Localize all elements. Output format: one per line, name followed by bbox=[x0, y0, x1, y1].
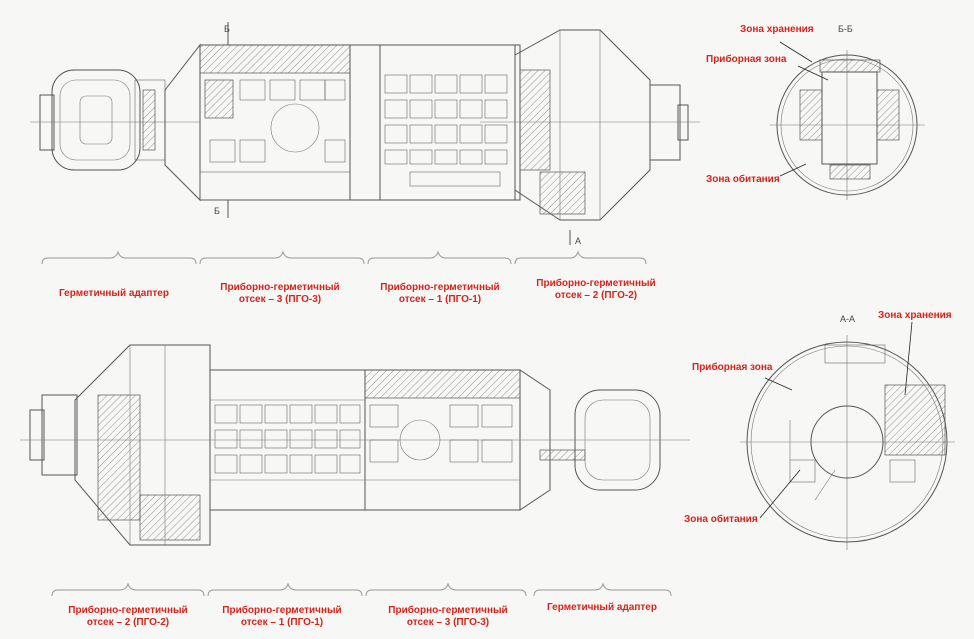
bottom-segment-line2: отсек – 2 (ПГО-2) bbox=[86, 617, 170, 628]
bottom-segment-line1: Приборно-герметичный bbox=[388, 605, 508, 616]
bottom-segment-label-pgo2: Приборно-герметичный отсек – 2 (ПГО-2) bbox=[58, 605, 198, 629]
section-mark-b-bottom: Б bbox=[214, 206, 220, 216]
top-module-view bbox=[30, 22, 700, 245]
section-mark-b-top: Б bbox=[224, 24, 230, 34]
bottom-dimension-braces bbox=[51, 582, 672, 597]
bottom-segment-line1: Герметичный адаптер bbox=[547, 602, 657, 613]
bottom-segment-label-adapter: Герметичный адаптер bbox=[538, 602, 666, 614]
bottom-module-view bbox=[20, 344, 690, 546]
bottom-segment-label-pgo1: Приборно-герметичный отсек – 1 (ПГО-1) bbox=[212, 605, 352, 629]
section-aa-instrument-label: Приборная зона bbox=[692, 362, 773, 373]
bottom-segment-line1: Приборно-герметичный bbox=[222, 605, 342, 616]
top-segment-label-pgo3: Приборно-герметичный отсек – 3 (ПГО-3) bbox=[210, 282, 350, 306]
section-mark-a: А bbox=[575, 236, 582, 246]
section-aa-habitation-label: Зона обитания bbox=[684, 514, 758, 525]
top-segment-line2: отсек – 2 (ПГО-2) bbox=[554, 290, 638, 301]
section-bb-instrument-label: Приборная зона bbox=[706, 54, 787, 65]
section-bb-view bbox=[770, 41, 925, 200]
top-segment-line2: отсек – 3 (ПГО-3) bbox=[238, 294, 322, 305]
top-segment-label-pgo2: Приборно-герметичный отсек – 2 (ПГО-2) bbox=[526, 278, 666, 302]
section-aa-storage-label: Зона хранения bbox=[878, 310, 952, 321]
top-segment-label-adapter: Герметичный адаптер bbox=[50, 288, 178, 300]
top-segment-line1: Приборно-герметичный bbox=[380, 282, 500, 293]
bottom-segment-line2: отсек – 3 (ПГО-3) bbox=[406, 617, 490, 628]
top-segment-line1: Герметичный адаптер bbox=[59, 288, 169, 299]
section-aa-title: А-А bbox=[840, 314, 856, 324]
top-segment-line1: Приборно-герметичный bbox=[536, 278, 656, 289]
section-bb-storage-label: Зона хранения bbox=[740, 24, 814, 35]
section-bb-habitation-label: Зона обитания bbox=[706, 174, 780, 185]
top-dimension-braces bbox=[41, 250, 647, 265]
top-segment-line2: отсек – 1 (ПГО-1) bbox=[398, 294, 482, 305]
section-bb-title: Б-Б bbox=[838, 24, 853, 34]
section-aa-view bbox=[740, 321, 955, 550]
bottom-segment-line1: Приборно-герметичный bbox=[68, 605, 188, 616]
top-segment-label-pgo1: Приборно-герметичный отсек – 1 (ПГО-1) bbox=[370, 282, 510, 306]
bottom-segment-line2: отсек – 1 (ПГО-1) bbox=[240, 617, 324, 628]
bottom-segment-label-pgo3: Приборно-герметичный отсек – 3 (ПГО-3) bbox=[378, 605, 518, 629]
top-segment-line1: Приборно-герметичный bbox=[220, 282, 340, 293]
